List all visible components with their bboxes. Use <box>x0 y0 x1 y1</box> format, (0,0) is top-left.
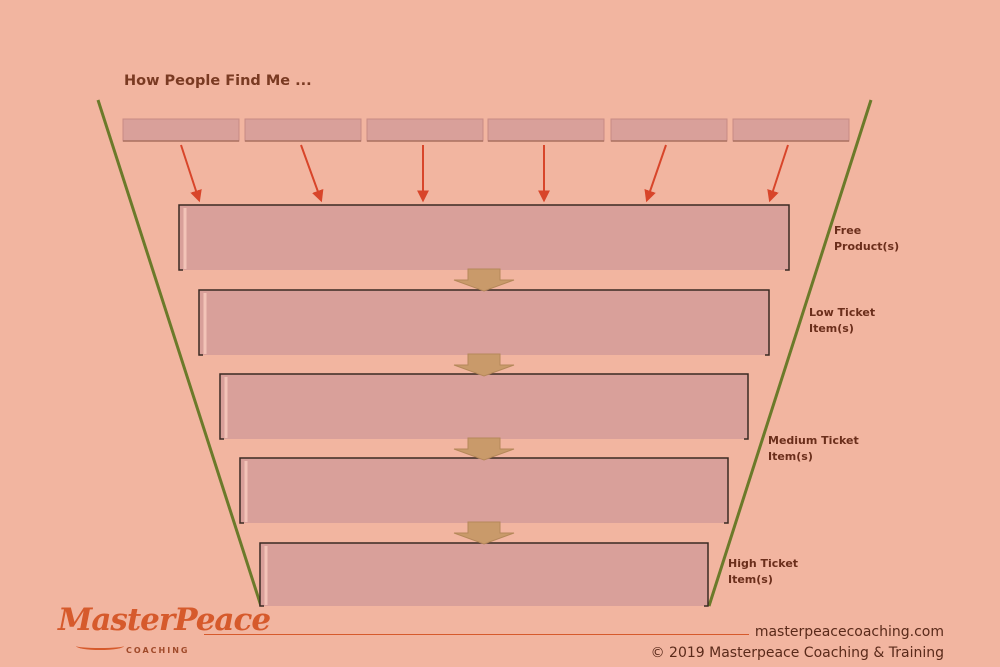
tier-box <box>199 290 769 355</box>
tier-box-border <box>178 204 790 271</box>
tier-down-arrow <box>453 521 515 545</box>
footer-url: masterpeacecoaching.com <box>754 624 944 640</box>
tier-box <box>260 543 708 606</box>
logo-wordmark: MasterPeace <box>58 602 271 638</box>
tier-label-free: Free Product(s) <box>834 224 900 253</box>
source-box <box>366 118 484 142</box>
logo-subtitle: COACHING <box>126 646 190 655</box>
source-box <box>122 118 240 142</box>
logo-swash <box>76 642 124 650</box>
source-box <box>732 118 850 142</box>
brand-logo: MasterPeace COACHING <box>56 602 271 662</box>
source-arrow <box>644 144 667 203</box>
tier-label-medium: Medium Ticket Item(s) <box>768 434 859 463</box>
source-box <box>244 118 362 142</box>
funnel-left-side <box>96 99 263 607</box>
source-arrow <box>767 144 789 203</box>
source-arrow <box>180 144 202 203</box>
funnel-right-side <box>707 99 873 607</box>
tier-label-high: High Ticket Item(s) <box>728 557 799 586</box>
source-box <box>487 118 605 142</box>
tier-box <box>179 205 789 270</box>
diagram-title: How People Find Me ... <box>124 73 312 89</box>
footer-copyright: © 2019 Masterpeace Coaching & Training <box>650 645 944 661</box>
tier-box <box>220 374 748 439</box>
tier-box <box>240 458 728 523</box>
tier-down-arrow <box>453 437 515 461</box>
tier-label-low: Low Ticket Item(s) <box>809 306 876 335</box>
source-arrow <box>300 144 324 203</box>
footer-divider <box>204 634 749 635</box>
tier-down-arrow <box>453 268 515 292</box>
source-box <box>610 118 728 142</box>
tier-down-arrow <box>453 353 515 377</box>
